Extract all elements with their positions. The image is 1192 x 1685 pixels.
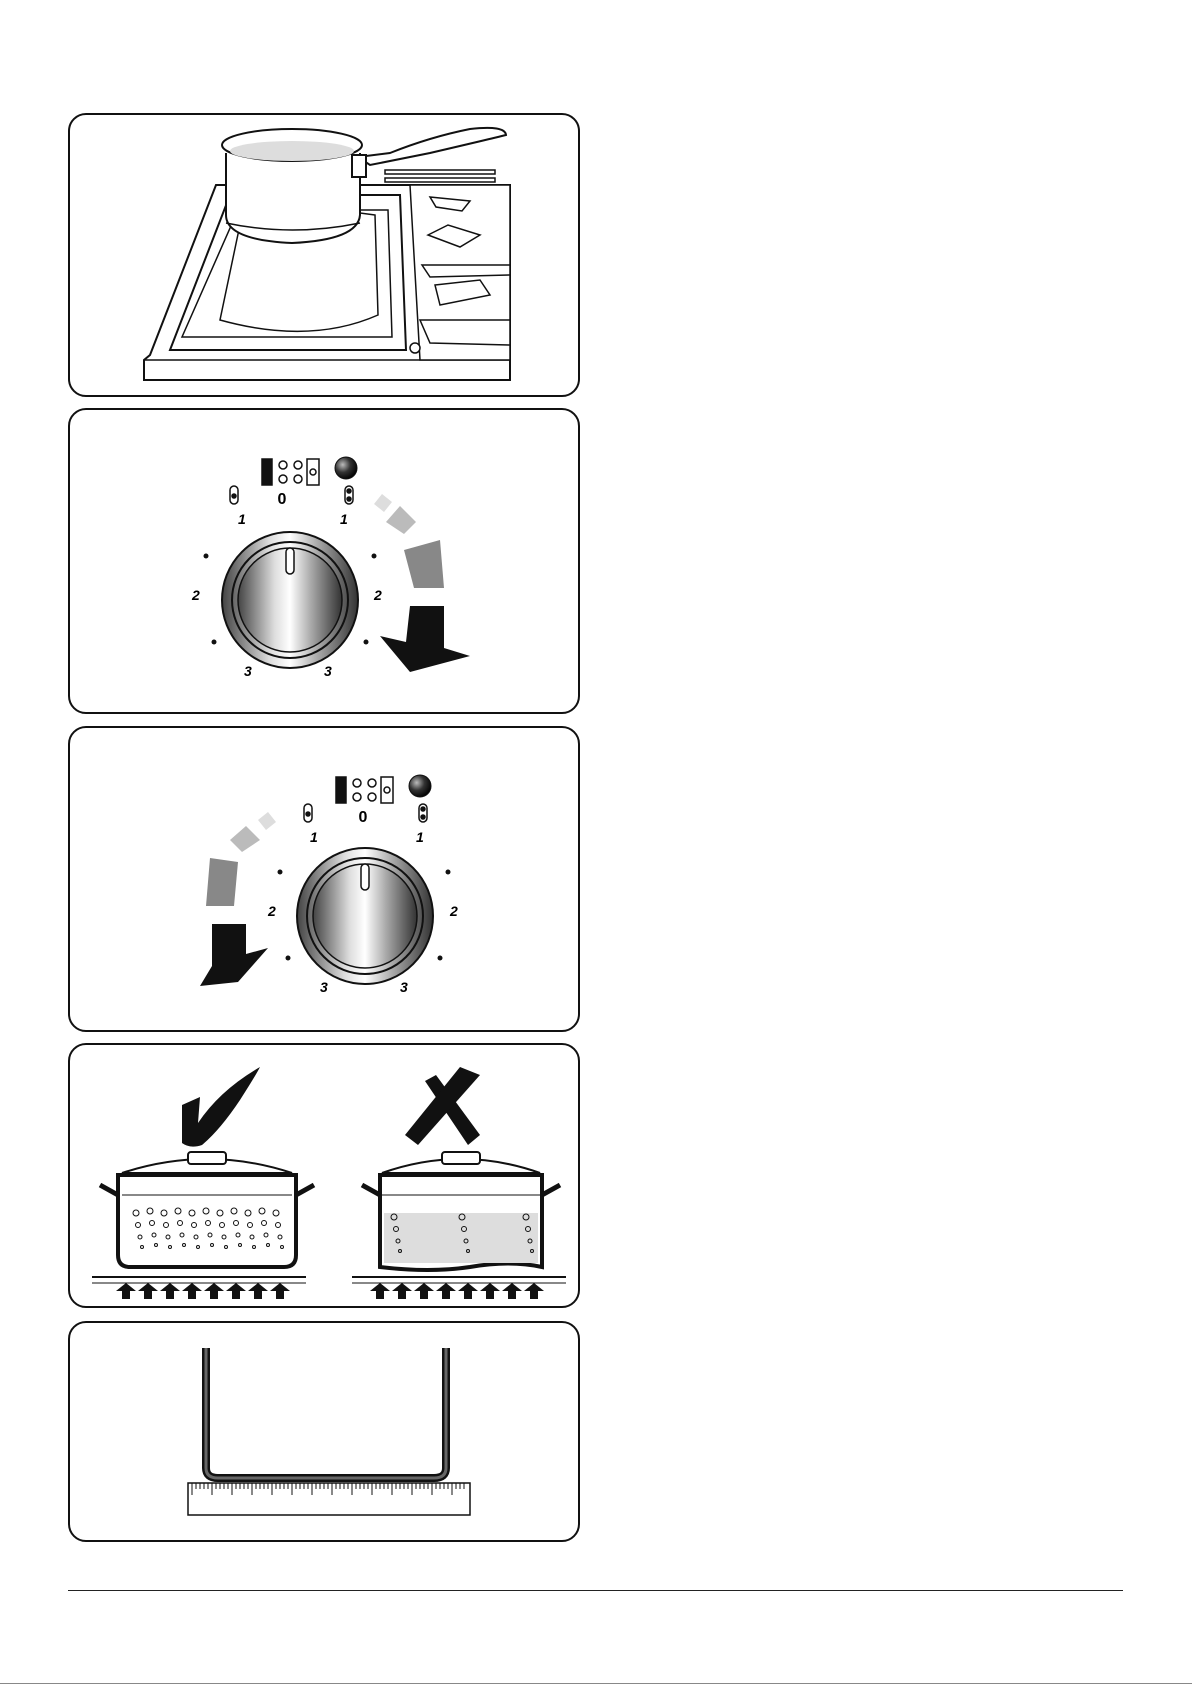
dial-label-2-left: 2 [191,587,200,603]
pan-cross-section-icon [206,1348,446,1478]
zone-selector-icon [336,777,393,803]
dial-label-3-left: 3 [320,979,328,995]
control-knob-right-figure: 0 1 1 2 2 3 3 [68,408,580,714]
indicator-light-icon [335,457,357,479]
dial-label-1-right: 1 [416,829,424,845]
dial-label-3-left: 3 [244,663,252,679]
rotate-anticlockwise-arrow-icon [200,812,276,986]
dial-label-3-right: 3 [324,663,332,679]
indicator-light-icon [409,775,431,797]
rotate-clockwise-arrow-icon [374,494,470,672]
dial-label-zero: 0 [359,809,368,826]
hob-saucepan-figure [68,113,580,397]
page-bottom-edge [0,1683,1192,1684]
dial-label-1-right: 1 [340,511,348,527]
control-knob-icon [297,848,433,984]
dial-label-2-right: 2 [449,903,458,919]
dial-label-1-left: 1 [310,829,318,845]
flat-pan-base-figure [68,1321,580,1542]
check-mark-icon [182,1067,260,1147]
pan-flat-base-icon [92,1152,314,1283]
dial-label-zero: 0 [278,491,287,508]
control-knob-icon [222,532,358,668]
heat-arrows-icon [116,1283,290,1299]
pan-base-comparison-figure [68,1043,580,1308]
zone-selector-icon [262,459,319,485]
dial-label-3-right: 3 [400,979,408,995]
footer-divider [68,1590,1123,1591]
dial-label-2-right: 2 [373,587,382,603]
cross-mark-icon [405,1067,480,1145]
control-knob-left-figure: 0 1 1 2 2 3 3 [68,726,580,1032]
dial-label-1-left: 1 [238,511,246,527]
dial-label-2-left: 2 [267,903,276,919]
